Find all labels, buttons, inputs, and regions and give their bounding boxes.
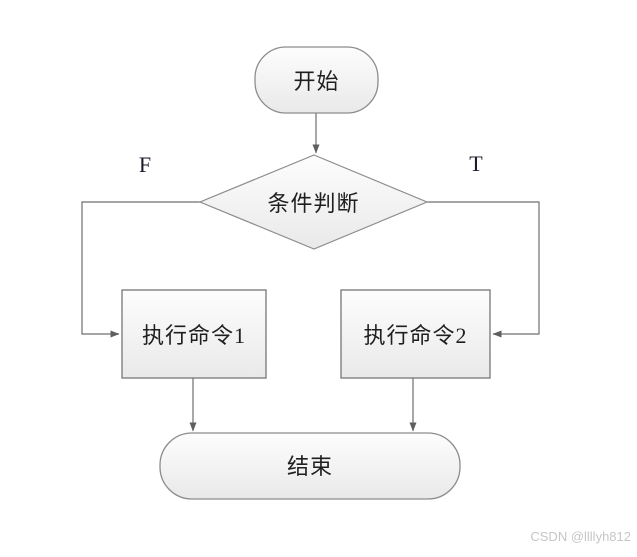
- start-node-shape: [254, 46, 379, 114]
- command1-node-shape: [121, 289, 267, 379]
- edge-decision-command1: [81, 201, 200, 338]
- end-node-shape: [159, 432, 461, 500]
- edge-decision-command2: [427, 201, 540, 338]
- command2-node-shape: [340, 289, 491, 379]
- csdn-watermark: CSDN @llllyh812: [530, 529, 631, 544]
- decision-node-shape: [198, 154, 429, 250]
